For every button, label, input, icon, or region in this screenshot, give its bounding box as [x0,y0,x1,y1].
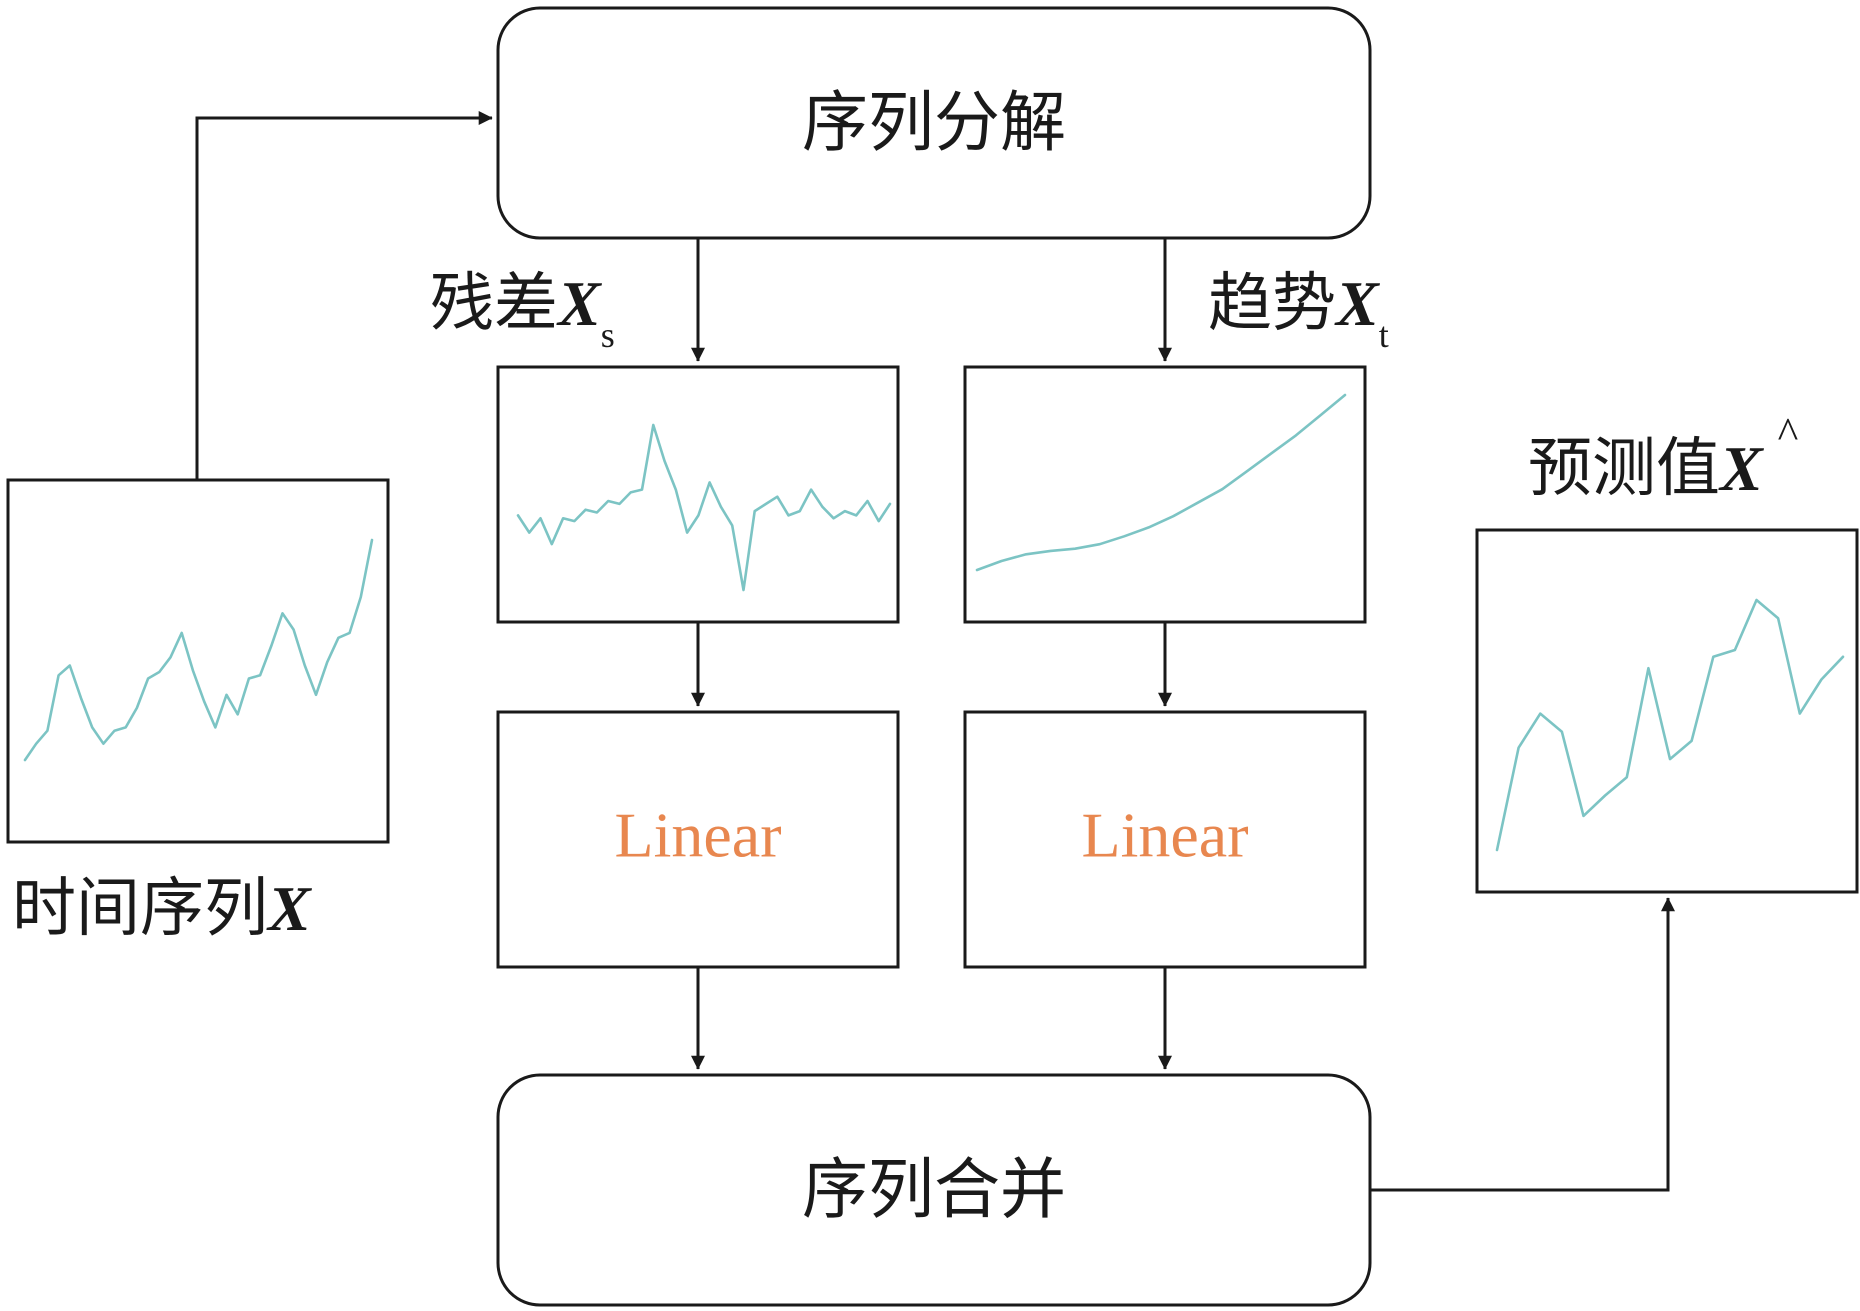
input-series-panel [6,478,390,844]
decompose-node: 序列分解 [496,6,1372,240]
arrow-merge-to-prediction [1370,897,1675,1192]
trend-caption: 趋势Xt [1208,267,1389,355]
svg-text:预测值X: 预测值X [1528,432,1764,506]
prediction-box [1475,528,1859,894]
linear-trend-node: Linear [963,710,1367,969]
svg-text:趋势Xt: 趋势Xt [1208,267,1389,355]
linear-trend-label: Linear [1082,800,1249,871]
residual-var: X [556,268,602,339]
prediction-var: X [1718,433,1764,504]
residual-subscript: s [601,315,615,355]
arrow-input-to-decompose [195,111,493,480]
residual-series-box [496,365,900,624]
input-series-text: 时间序列 [12,872,268,946]
decompose-label: 序列分解 [802,84,1066,161]
input-series-caption: 时间序列X [12,872,312,946]
residual-series-line [516,423,892,592]
svg-text:时间序列X: 时间序列X [12,872,312,946]
prediction-panel [1475,528,1859,894]
prediction-line [1495,598,1845,852]
merge-node: 序列合并 [496,1073,1372,1307]
merge-label: 序列合并 [802,1151,1066,1228]
input-series-line [23,538,374,762]
input-series-box [6,478,390,844]
residual-caption: 残差Xs [430,267,615,355]
decompose-box [496,6,1372,240]
trend-series-panel [963,365,1367,624]
residual-text: 残差 [430,267,558,341]
residual-series-panel [496,365,900,624]
prediction-hat: ^ [1778,409,1799,458]
input-series-var: X [266,873,312,944]
trend-series-line [975,393,1347,572]
linear-residual-box [496,710,900,969]
svg-text:残差Xs: 残差Xs [430,267,615,355]
linear-residual-label: Linear [615,800,782,871]
trend-subscript: t [1379,315,1389,355]
prediction-text: 预测值 [1528,432,1720,506]
linear-residual-node: Linear [496,710,900,969]
trend-text: 趋势 [1208,267,1336,341]
trend-var: X [1334,268,1380,339]
trend-series-box [963,365,1367,624]
prediction-caption: 预测值X ^ [1528,409,1799,506]
